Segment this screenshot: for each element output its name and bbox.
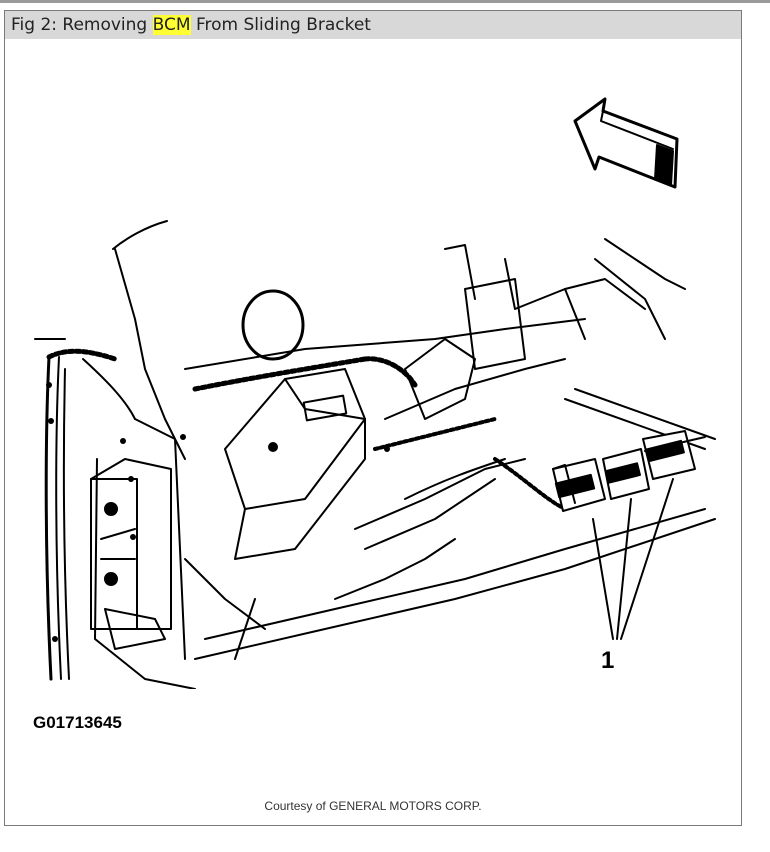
title-prefix: Fig 2: Removing — [11, 15, 153, 35]
courtesy-credit: Courtesy of GENERAL MOTORS CORP. — [264, 799, 482, 813]
figure-title: Fig 2: Removing BCM From Sliding Bracket — [5, 11, 741, 39]
callout-leaders — [592, 478, 674, 640]
wiring-harness — [184, 417, 567, 660]
left-pillar-trim — [34, 220, 196, 689]
figure-panel: Fig 2: Removing BCM From Sliding Bracket — [4, 10, 742, 826]
title-highlight: BCM — [152, 15, 191, 35]
bcm-connectors — [552, 430, 706, 512]
direction-arrow — [573, 97, 679, 189]
bcm-removal-illustration — [34, 97, 716, 689]
callout-number: 1 — [601, 647, 615, 674]
connector-plate — [334, 278, 566, 600]
air-vent — [241, 289, 305, 361]
figure-code: G01713645 — [33, 713, 122, 732]
instrument-panel-structure — [184, 238, 716, 660]
bcm-housing — [224, 368, 366, 560]
sliding-bracket — [90, 458, 172, 650]
fasteners — [46, 382, 390, 642]
top-divider — [0, 0, 770, 3]
title-suffix: From Sliding Bracket — [190, 15, 371, 35]
